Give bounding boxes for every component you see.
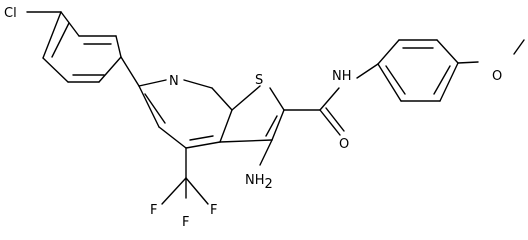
fluorine-left-label: F [150,203,157,218]
fluorine-top-label: F [182,215,189,230]
thiophene-sulfur-label: S [255,73,263,88]
fluorine-right-label: F [210,203,217,218]
methoxyphenyl-ring [377,39,525,102]
trifluoromethyl-group [161,147,209,205]
ether-oxygen-label: O [492,69,502,84]
chlorine-atom-label: Cl [4,6,17,21]
amide-nitrogen-label: NH [332,69,352,84]
amino-subscript: 2 [265,177,273,192]
amino-group-label: NH2 [245,173,273,192]
aryl-pyridine-bond [120,56,140,87]
amino-bond [259,139,273,166]
chlorophenyl-ring [26,11,122,83]
thiophene-ring [219,85,285,143]
carbonyl-oxygen-label: O [339,137,349,152]
pyridine-ring [138,79,233,149]
amide-group [283,63,379,136]
pyridine-nitrogen-label: N [169,74,179,89]
amino-nh-text: NH [245,173,265,188]
